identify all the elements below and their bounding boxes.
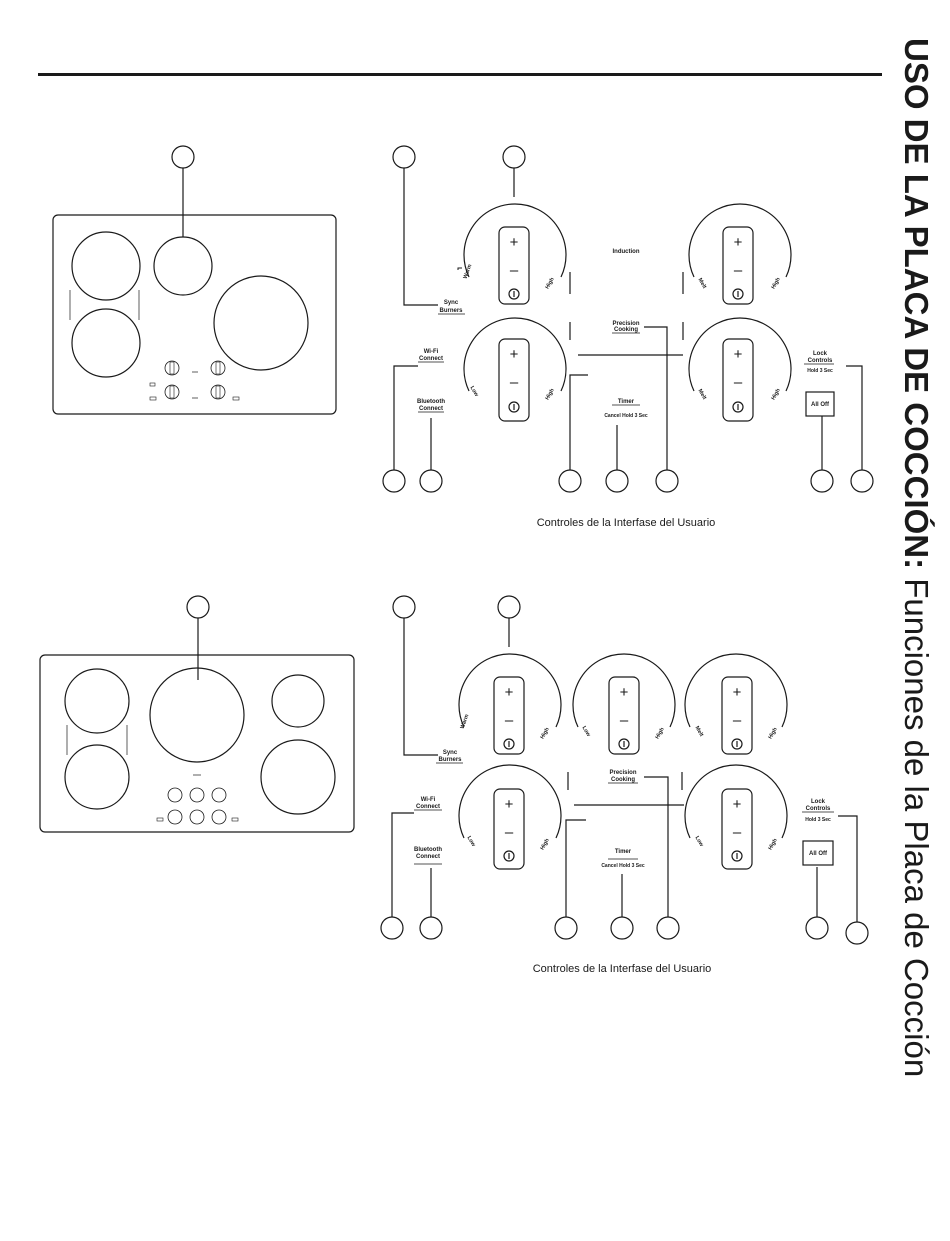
- bluetooth-label-line1: Bluetooth: [414, 847, 442, 853]
- plus-label: +: [505, 684, 514, 701]
- precision-label-line1: Precision: [609, 770, 636, 776]
- plus-label: +: [510, 234, 519, 251]
- timer-label: Timer: [618, 399, 635, 405]
- high-label: High: [544, 387, 556, 401]
- minus-label: –: [734, 262, 743, 279]
- low-label: Low: [466, 835, 477, 848]
- sync-label-line2: Burners: [438, 757, 462, 763]
- minus-label: –: [733, 712, 742, 729]
- plus-label: +: [620, 684, 629, 701]
- hold-label: Hold 3 Sec: [805, 817, 831, 823]
- bluetooth-label-line2: Connect: [416, 854, 440, 860]
- plus-label: +: [733, 796, 742, 813]
- diagram2-labels: + – + – + – + – + – Sync Burners Precisi…: [414, 684, 831, 975]
- precision-label-line1: Precision: [612, 321, 639, 327]
- melt-label: Melt: [697, 277, 708, 290]
- minus-label: –: [505, 712, 514, 729]
- diagram2-caption: Controles de la Interfase del Usuario: [533, 963, 712, 975]
- header-rule: [38, 73, 882, 76]
- all-off-label: All Off: [809, 851, 828, 857]
- diagram1-labels: + – + – + – + – Induction Sync Burners P…: [417, 234, 833, 529]
- hold-label: Hold 3 Sec: [807, 368, 833, 374]
- timer-label: Timer: [615, 849, 632, 855]
- minus-label: –: [510, 262, 519, 279]
- sync-label-line2: Burners: [439, 308, 463, 314]
- wifi-label-line2: Connect: [419, 356, 443, 362]
- high-label: High: [770, 387, 782, 401]
- induction-label: Induction: [613, 249, 640, 255]
- low-label: Low: [581, 725, 592, 738]
- high-label: High: [539, 837, 551, 851]
- wifi-label-line1: Wi-Fi: [421, 797, 436, 803]
- low-label: Low: [694, 835, 705, 848]
- plus-label: +: [505, 796, 514, 813]
- high-label: High: [539, 726, 551, 740]
- all-off-label: All Off: [811, 402, 830, 408]
- precision-label-line2: Cooking: [611, 777, 635, 783]
- cooktop-30-outline: [52, 214, 337, 415]
- minus-label: –: [620, 712, 629, 729]
- diagram2-panel: [414, 653, 834, 870]
- melt-label: Melt: [697, 388, 708, 401]
- lock-label-line2: Controls: [806, 806, 831, 812]
- plus-label: +: [510, 346, 519, 363]
- minus-label: –: [733, 824, 742, 841]
- minus-label: –: [510, 374, 519, 391]
- low-label: Low: [469, 385, 480, 398]
- high-label: High: [767, 726, 779, 740]
- cooktop-36-outline: [39, 654, 355, 833]
- minus-label: –: [505, 824, 514, 841]
- high-label: High: [770, 276, 782, 290]
- diagram1-caption: Controles de la Interfase del Usuario: [537, 517, 716, 529]
- diagram1-callouts: [171, 145, 874, 493]
- sync-label-line1: Sync: [443, 750, 458, 756]
- lock-label-line2: Controls: [808, 358, 833, 364]
- cancel-hold-label: Cancel Hold 3 Sec: [604, 413, 648, 419]
- precision-label-line2: Cooking: [614, 327, 638, 333]
- plus-label: +: [733, 684, 742, 701]
- diagram2-callouts: [186, 595, 869, 945]
- lock-label-line1: Lock: [811, 799, 826, 805]
- bluetooth-label-line1: Bluetooth: [417, 399, 445, 405]
- wifi-label-line2: Connect: [416, 804, 440, 810]
- cancel-hold-label: Cancel Hold 3 Sec: [601, 863, 645, 869]
- high-label: High: [767, 837, 779, 851]
- lock-label-line1: Lock: [813, 351, 828, 357]
- high-label: High: [654, 726, 666, 740]
- minus-label: –: [734, 374, 743, 391]
- wifi-label-line1: Wi-Fi: [424, 349, 439, 355]
- high-label: High: [544, 276, 556, 290]
- diagram1-panel: [418, 203, 835, 422]
- plus-label: +: [734, 346, 743, 363]
- warm-label: Warm: [463, 263, 474, 279]
- sync-label-line1: Sync: [444, 300, 459, 306]
- melt-label: Melt: [694, 725, 705, 738]
- warm-label: Warm: [460, 713, 471, 729]
- plus-label: +: [734, 234, 743, 251]
- bluetooth-label-line2: Connect: [419, 406, 443, 412]
